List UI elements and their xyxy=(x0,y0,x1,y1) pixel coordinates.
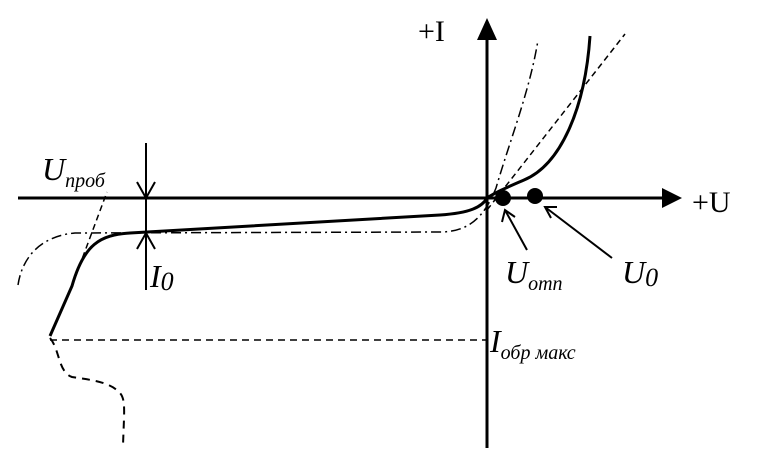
y-axis-label: +I xyxy=(418,15,445,48)
i-rev-max-label-main: I xyxy=(489,323,502,359)
y-axis-arrowhead xyxy=(477,18,497,40)
i0-label-main: I xyxy=(149,258,162,294)
u-open-pointer-head xyxy=(501,208,516,223)
x-axis-arrowhead xyxy=(662,188,682,208)
i0-arrow-down xyxy=(136,181,156,201)
u0-pointer xyxy=(544,206,613,259)
u0-pointer-head xyxy=(543,206,557,219)
u-open-pointer xyxy=(504,209,528,251)
i0-label-sub: 0 xyxy=(161,267,174,296)
u0-point xyxy=(527,188,543,204)
i-rev-max-label-sub: обр макс xyxy=(501,342,576,364)
u0-label: U0 xyxy=(622,254,658,292)
i0-label: I0 xyxy=(149,258,174,296)
forward-asymptote-dashed xyxy=(486,33,626,211)
u-breakdown-label-sub: проб xyxy=(65,170,106,192)
u-open-label: Uотп xyxy=(505,254,563,295)
i-rev-max-label: Iобр макс xyxy=(489,323,576,364)
breakdown-dashed-curve xyxy=(49,337,126,447)
u0-label-main: U xyxy=(622,254,647,290)
breakdown-tangent-line xyxy=(71,191,108,287)
u-breakdown-label-main: U xyxy=(42,151,67,187)
u-open-label-sub: отп xyxy=(528,273,562,295)
main-iv-curve xyxy=(48,35,592,337)
u0-label-sub: 0 xyxy=(645,263,658,292)
u-open-point xyxy=(495,190,511,206)
x-axis-label: +U xyxy=(692,186,731,219)
u-open-label-main: U xyxy=(505,254,530,290)
dash-dot-comparison-curve xyxy=(17,39,539,286)
u-breakdown-label: Uпроб xyxy=(42,151,106,192)
i0-arrow-up xyxy=(136,230,156,250)
